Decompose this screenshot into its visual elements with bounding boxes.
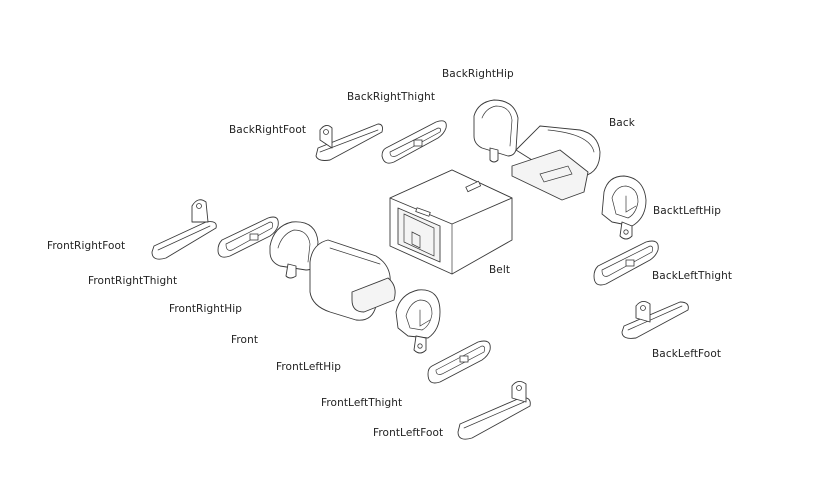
back-left-hip-part <box>601 175 647 240</box>
label-front: Front <box>231 334 259 346</box>
back-right-thight-part <box>381 120 447 164</box>
front-right-foot-part <box>151 199 217 260</box>
label-back-right-foot: BackRightFoot <box>229 124 307 136</box>
label-front-right-foot: FrontRightFoot <box>47 240 126 252</box>
front-left-hip-part <box>395 289 441 354</box>
front-left-thight-part <box>427 340 491 384</box>
label-front-left-thight: FrontLeftThight <box>321 397 403 409</box>
label-front-right-hip: FrontRightHip <box>169 303 242 315</box>
back-right-foot-part <box>315 123 383 161</box>
label-back-left-foot: BackLeftFoot <box>652 348 722 360</box>
front-part <box>309 239 396 321</box>
label-back: Back <box>609 117 635 129</box>
belt-part <box>389 169 513 275</box>
front-left-foot-part <box>457 381 531 440</box>
back-part <box>511 125 601 201</box>
label-front-left-hip: FrontLeftHip <box>276 361 341 373</box>
label-back-right-thight: BackRightThight <box>347 91 436 103</box>
label-back-right-hip: BackRightHip <box>442 68 514 80</box>
front-right-thight-part <box>217 216 279 258</box>
front-right-hip-part <box>269 221 319 279</box>
label-front-right-thight: FrontRightThight <box>88 275 178 287</box>
label-back-left-thight: BackLeftThight <box>652 270 733 282</box>
back-left-thight-part <box>593 240 659 286</box>
label-front-left-foot: FrontLeftFoot <box>373 427 444 439</box>
back-right-hip-part <box>473 99 519 163</box>
label-back-left-hip: BacktLeftHip <box>653 205 722 217</box>
back-left-foot-part <box>621 301 689 339</box>
label-belt: Belt <box>489 264 511 276</box>
